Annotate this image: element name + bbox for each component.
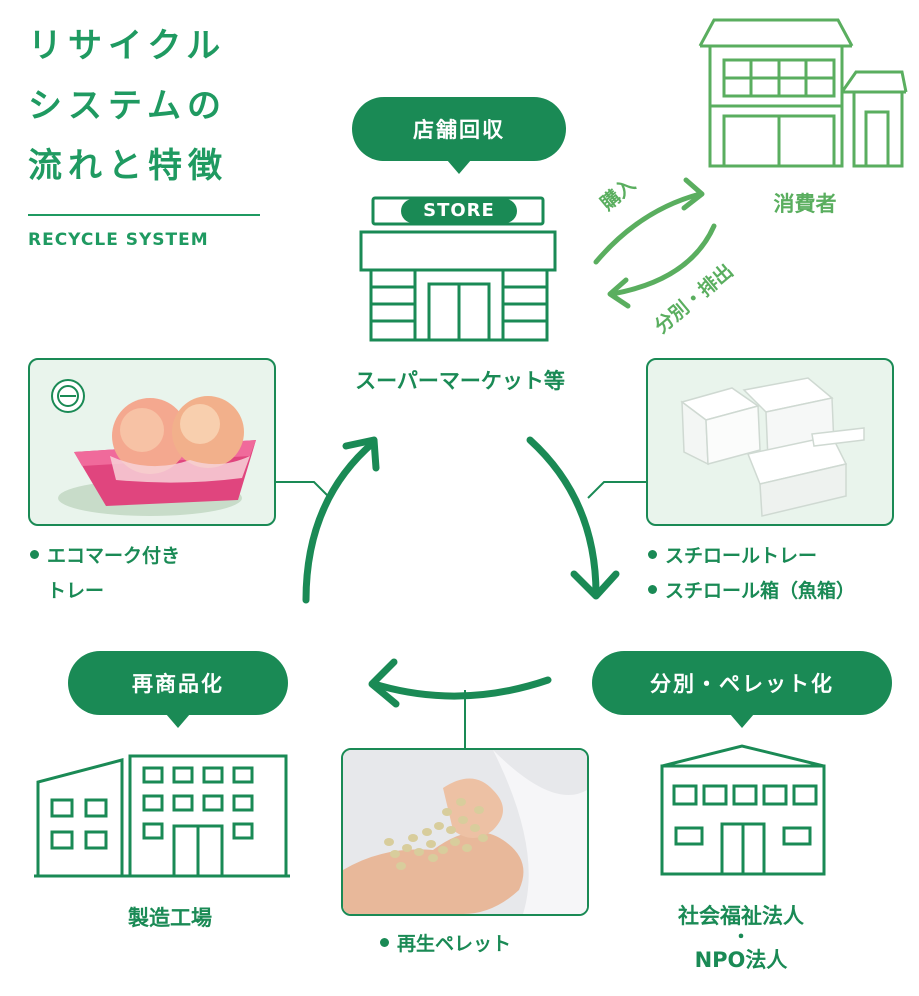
styro-label-1: スチロールトレー [648, 541, 817, 568]
welfare-facility-icon [660, 744, 826, 876]
store-collection-pill: 店舗回収 [352, 97, 566, 161]
arrow-to-store [302, 438, 378, 604]
bullet-icon [648, 550, 657, 559]
house-icon [698, 18, 908, 168]
title-line-2: システムの [28, 86, 227, 126]
welfare-label-line-3: NPO法人 [694, 948, 788, 972]
pellet-illustration [343, 750, 587, 914]
store-label: スーパーマーケット等 [355, 369, 565, 393]
store-collection-label: 店舗回収 [413, 118, 505, 142]
title-divider [28, 214, 260, 216]
sorting-pellet-label: 分別・ペレット化 [650, 672, 834, 696]
subtitle: RECYCLE SYSTEM [28, 230, 209, 250]
sorting-pellet-pill: 分別・ペレット化 [592, 651, 892, 715]
eco-tray-illustration [51, 379, 256, 516]
arrow-to-factory [370, 676, 552, 700]
store-sign-text: STORE [423, 200, 495, 221]
pellet-label: 再生ペレット [380, 929, 511, 956]
title-line-1: リサイクル [28, 26, 227, 66]
factory-icon [34, 754, 290, 878]
welfare-label-line-2: ・ [732, 927, 750, 948]
eco-tray-label-1: エコマーク付き [30, 541, 180, 568]
remanufacture-pill: 再商品化 [68, 651, 288, 715]
welfare-label: 社会福祉法人 ・ NPO法人 [630, 901, 852, 975]
eco-tray-label-2: トレー [47, 580, 105, 602]
consumer-label: 消費者 [773, 192, 837, 216]
pellet-photo [341, 748, 589, 916]
styrofoam-illustration [680, 377, 865, 517]
bullet-icon [380, 938, 389, 947]
styro-label-2: スチロール箱（魚箱） [648, 576, 855, 603]
remanufacture-label: 再商品化 [132, 672, 224, 696]
bullet-icon [648, 585, 657, 594]
diagram-title: リサイクル システムの 流れと特徴 [28, 16, 228, 196]
store-building-icon [359, 196, 557, 342]
styrofoam-photo [646, 358, 894, 526]
title-line-3: 流れと特徴 [28, 146, 228, 186]
arrow-to-sorting [526, 436, 600, 598]
welfare-label-line-1: 社会福祉法人 [678, 904, 804, 928]
factory-label: 製造工場 [128, 906, 212, 930]
bullet-icon [30, 550, 39, 559]
eco-tray-photo [28, 358, 276, 526]
